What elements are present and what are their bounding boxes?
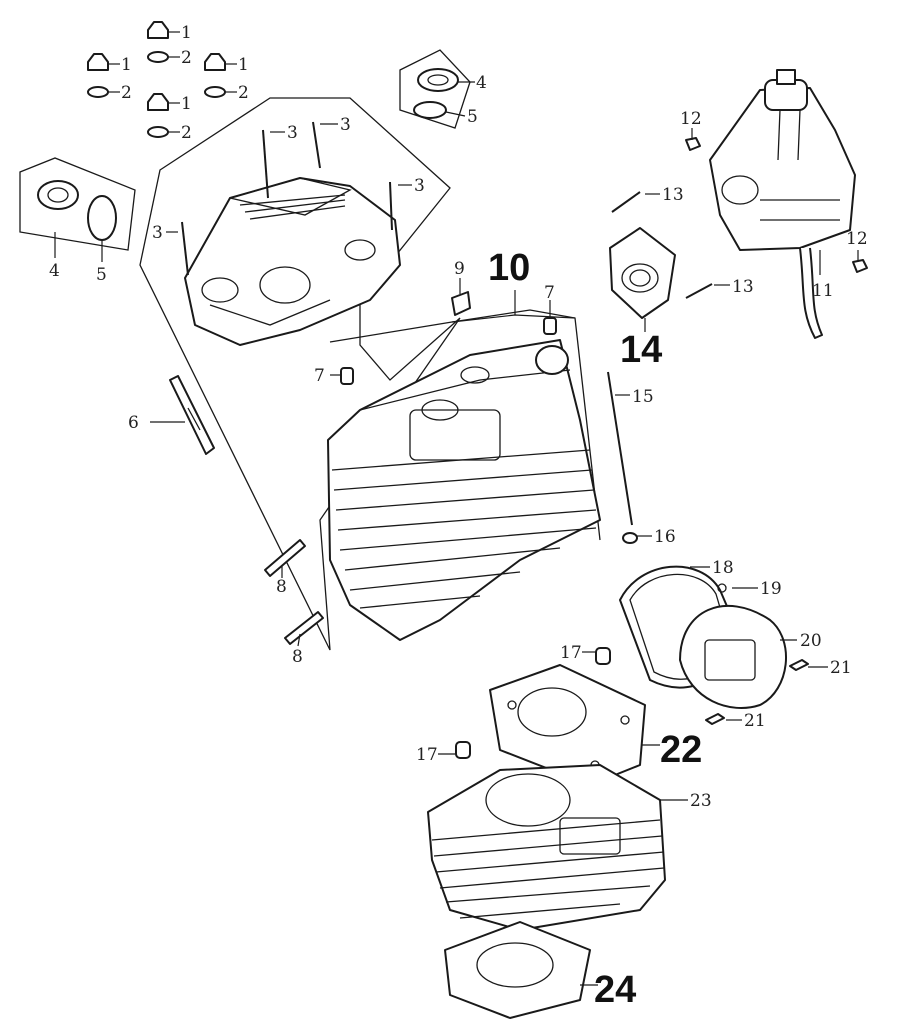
label-23: 23 [690, 791, 712, 811]
tappet-cap-left [19, 157, 136, 262]
label-9: 9 [454, 259, 465, 279]
label-5a: 5 [467, 107, 478, 127]
label-13b: 13 [732, 277, 754, 297]
base-gasket [444, 921, 598, 1019]
label-2c: 2 [238, 83, 249, 103]
label-20: 20 [800, 631, 822, 651]
label-12a: 12 [680, 109, 702, 129]
label-3c: 3 [414, 176, 425, 196]
label-2b: 2 [121, 83, 132, 103]
label-3b: 3 [340, 115, 351, 135]
label-22: 22 [660, 729, 702, 771]
label-2a: 2 [181, 48, 192, 68]
cap-nut-and-washer-parts [87, 21, 237, 138]
label-7b: 7 [544, 283, 555, 303]
cylinder-head-cover [139, 97, 461, 651]
label-15: 15 [632, 387, 654, 407]
label-14: 14 [620, 329, 662, 371]
cylinder-block [427, 764, 688, 931]
callout-labels: 1 2 1 2 1 2 1 2 3 3 3 3 4 5 4 5 6 7 7 8 … [49, 23, 868, 1011]
label-1b: 1 [121, 55, 132, 75]
label-11: 11 [812, 281, 834, 301]
label-5b: 5 [96, 265, 107, 285]
carburetor [685, 69, 868, 339]
label-21a: 21 [830, 658, 852, 678]
label-1c: 1 [238, 55, 249, 75]
intake-manifold [609, 191, 730, 332]
tappet-cap-right [399, 49, 475, 129]
stud-bolts [264, 539, 324, 647]
cylinder-head [327, 278, 652, 641]
label-12b: 12 [846, 229, 868, 249]
label-4a: 4 [476, 73, 487, 93]
label-3a: 3 [287, 123, 298, 143]
label-7a: 7 [314, 366, 325, 386]
label-1a: 1 [181, 23, 192, 43]
label-13a: 13 [662, 185, 684, 205]
label-16: 16 [654, 527, 676, 547]
label-17a: 17 [560, 643, 582, 663]
label-8a: 8 [276, 577, 287, 597]
spark-plug [150, 375, 215, 455]
label-10: 10 [488, 247, 530, 289]
label-6: 6 [128, 413, 139, 433]
label-21b: 21 [744, 711, 766, 731]
dowel-pins [438, 647, 611, 759]
label-1d: 1 [181, 94, 192, 114]
side-cover-assembly [619, 565, 828, 725]
label-8b: 8 [292, 647, 303, 667]
label-17b: 17 [416, 745, 438, 765]
label-4b: 4 [49, 261, 60, 281]
label-24: 24 [594, 969, 636, 1011]
label-3d: 3 [152, 223, 163, 243]
label-18: 18 [712, 558, 734, 578]
label-2d: 2 [181, 123, 192, 143]
label-19: 19 [760, 579, 782, 599]
